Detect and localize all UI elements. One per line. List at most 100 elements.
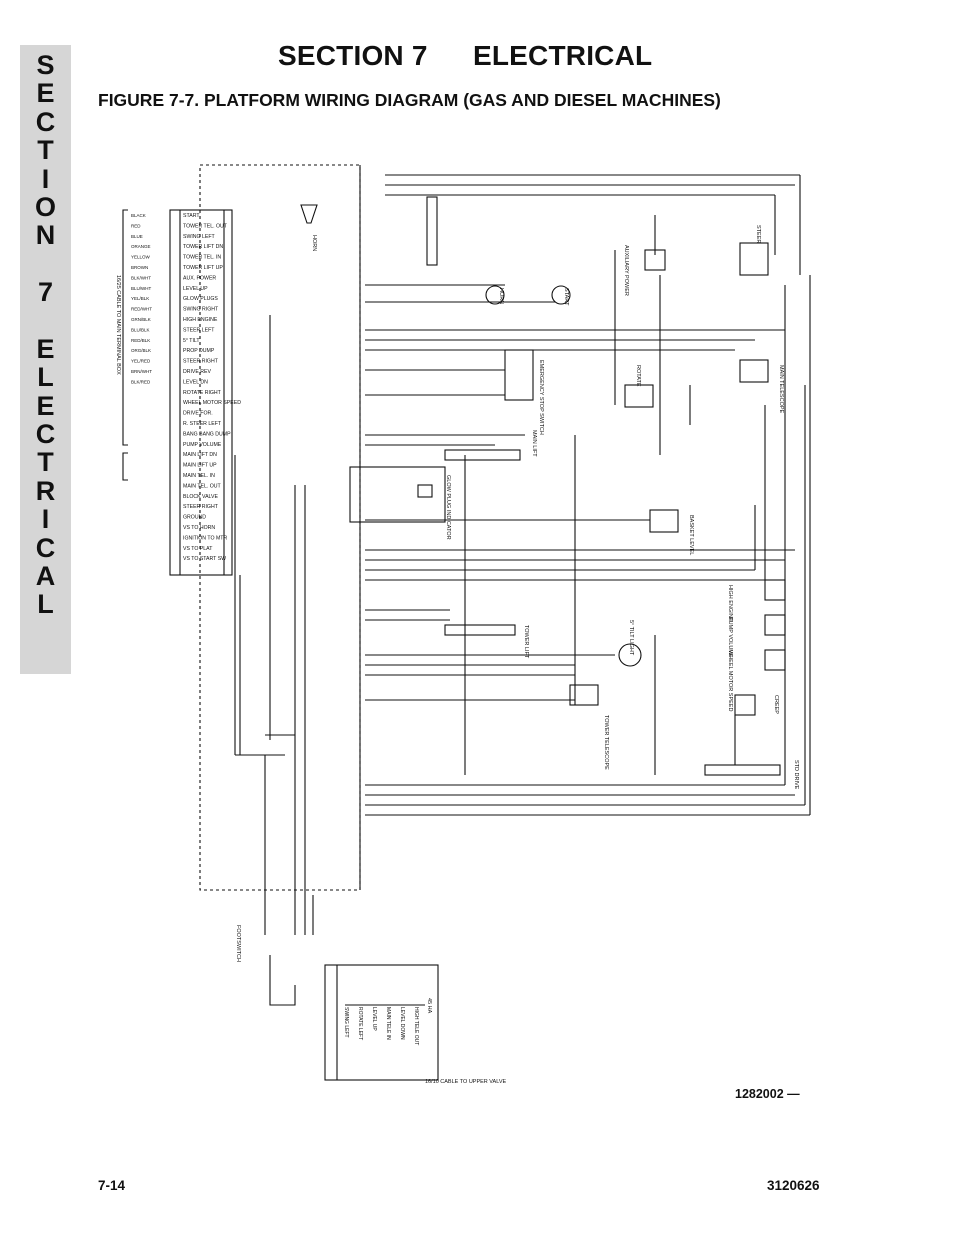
glow-plug-box: [349, 466, 446, 523]
wire-label: BLUE: [131, 234, 143, 239]
wire-label: RED: [131, 223, 141, 228]
terminal-label: TOWER LIFT DN: [183, 244, 223, 250]
rotate-valve: [624, 384, 654, 408]
terminal-label: TOWER LIFT UP: [183, 265, 223, 271]
tilt-light: [618, 643, 642, 667]
wire-label: BLU/BLK: [131, 327, 150, 332]
wire-label: YEL/RED: [131, 359, 151, 364]
component-label: STD DRIVE: [793, 760, 799, 790]
terminal-label: STEER LEFT: [183, 327, 215, 333]
side-tab-letter: 7: [37, 277, 54, 308]
valve-label: LEVEL DOWN: [399, 1007, 405, 1040]
side-tab-letter: S: [36, 50, 55, 80]
component-label: TOWER TELESCOPE: [603, 715, 609, 770]
terminal-label: IGNITION TO MTR: [183, 535, 227, 541]
high-engine-valve: [764, 579, 786, 601]
component-label: HORN: [498, 288, 504, 304]
valve-label: MAIN TELE IN: [385, 1007, 391, 1040]
side-tab-letter: A: [35, 561, 56, 592]
valve-label: LEVEL UP: [371, 1007, 377, 1031]
wire-label: BLU/WHT: [131, 286, 152, 291]
valve-label: HIGH TELE OUT: [413, 1007, 419, 1045]
side-tab-letter: N: [35, 220, 56, 251]
component-label: FOOTSWITCH: [235, 925, 241, 962]
terminal-label: LEVEL DN: [183, 379, 208, 385]
main-telescope-valve: [739, 359, 769, 383]
steer-valve: [739, 242, 769, 276]
side-tab-letter: C: [35, 532, 56, 563]
terminal-label: VS TO PLAT: [183, 546, 213, 552]
component-label: MAIN TELESCOPE: [778, 365, 784, 414]
valve-table-box: [324, 964, 439, 1081]
terminal-label: DRIVE REV: [183, 369, 212, 375]
side-tab-letter: I: [41, 504, 50, 535]
wire-label: BROWN: [131, 265, 148, 270]
std-drive-terminal: [704, 764, 781, 776]
doc-number: 3120626: [767, 1178, 820, 1193]
wire-label: GRN/BLK: [131, 317, 151, 322]
wire-label: BRN/WHT: [131, 369, 152, 374]
component-label: START: [563, 288, 569, 306]
terminal-label: MAIN LIFT DN: [183, 452, 217, 458]
terminal-label: HIGH ENGINE: [183, 317, 218, 323]
wire-label: RED/BLK: [131, 338, 150, 343]
side-tab-letter: L: [37, 589, 54, 620]
side-tab-letter: E: [36, 333, 55, 364]
horn-symbol: [485, 285, 505, 305]
terminal-label: R. STEER LEFT: [183, 421, 222, 427]
component-label: 45 HA: [426, 998, 432, 1014]
main-lift-terminal: [444, 449, 521, 461]
component-label: CREEP: [773, 695, 779, 714]
component-label: PUMP VOLUME: [727, 617, 733, 658]
terminal-label: GLOW PLUGS: [183, 296, 218, 302]
figure-title: FIGURE 7-7. PLATFORM WIRING DIAGRAM (GAS…: [98, 90, 721, 110]
side-tab-letter: C: [35, 419, 56, 450]
component-label: EMERGENCY STOP SWITCH: [538, 360, 544, 435]
component-label: WHEEL MOTOR SPEED: [727, 650, 733, 711]
terminal-label: LEVEL UP: [183, 286, 208, 292]
side-tab-letter: L: [37, 362, 54, 393]
valve-label: SWING LEFT: [343, 1007, 349, 1038]
wire-label: ORG/BLK: [131, 348, 151, 353]
component-label: MAIN LIFT: [531, 430, 537, 457]
terminal-label: BANG BANG DUMP: [183, 431, 231, 437]
valve-label: ROTATE LEFT: [357, 1007, 363, 1040]
start-symbol: [551, 285, 571, 305]
component-label: STEER: [755, 225, 761, 243]
cable-bracket: [122, 209, 128, 446]
side-tab-letter: C: [35, 106, 56, 137]
terminal-label: AUX. POWER: [183, 275, 216, 281]
basket-level-valve: [649, 509, 679, 533]
part-number: 1282002 —: [735, 1087, 800, 1101]
footswitch-wire: [269, 955, 296, 1006]
terminal-label: STEER RIGHT: [183, 359, 219, 365]
terminal-label: STEER RIGHT: [183, 504, 219, 510]
wire-label: RED/WHT: [131, 307, 152, 312]
emergency-stop-switch: [504, 349, 534, 401]
wire-label: BLACK: [131, 213, 146, 218]
terminal-label: MAIN TEL. IN: [183, 473, 215, 479]
side-tab-letter: T: [37, 447, 54, 478]
terminal-label: 5° TILT: [183, 338, 200, 344]
tower-telescope-valve: [569, 684, 599, 706]
cable-label-2: 16/10 CABLE TO UPPER VALVE: [425, 1079, 507, 1085]
terminal-label: VS TO START SW: [183, 556, 226, 562]
component-label: HIGH ENGINE: [727, 585, 733, 622]
section-label: SECTION 7: [278, 40, 428, 71]
creep-valve: [734, 694, 756, 716]
wheel-motor-valve: [764, 649, 786, 671]
terminal-label: SWING LEFT: [183, 234, 216, 240]
terminal-label: PUMP VOLUME: [183, 442, 222, 448]
terminal-strip: [169, 209, 233, 576]
horn-speaker: [300, 204, 318, 224]
side-tab-letter: T: [37, 135, 54, 166]
terminal-label: PROP DUMP: [183, 348, 215, 354]
side-tab-letter: O: [34, 191, 56, 222]
wire-label: BLK/WHT: [131, 275, 151, 280]
terminal-label: GROUND: [183, 515, 206, 521]
terminal-label: TOWER TEL. IN: [183, 255, 221, 261]
side-tab-letter: I: [41, 163, 50, 194]
wire-label: ORANGE: [131, 244, 151, 249]
